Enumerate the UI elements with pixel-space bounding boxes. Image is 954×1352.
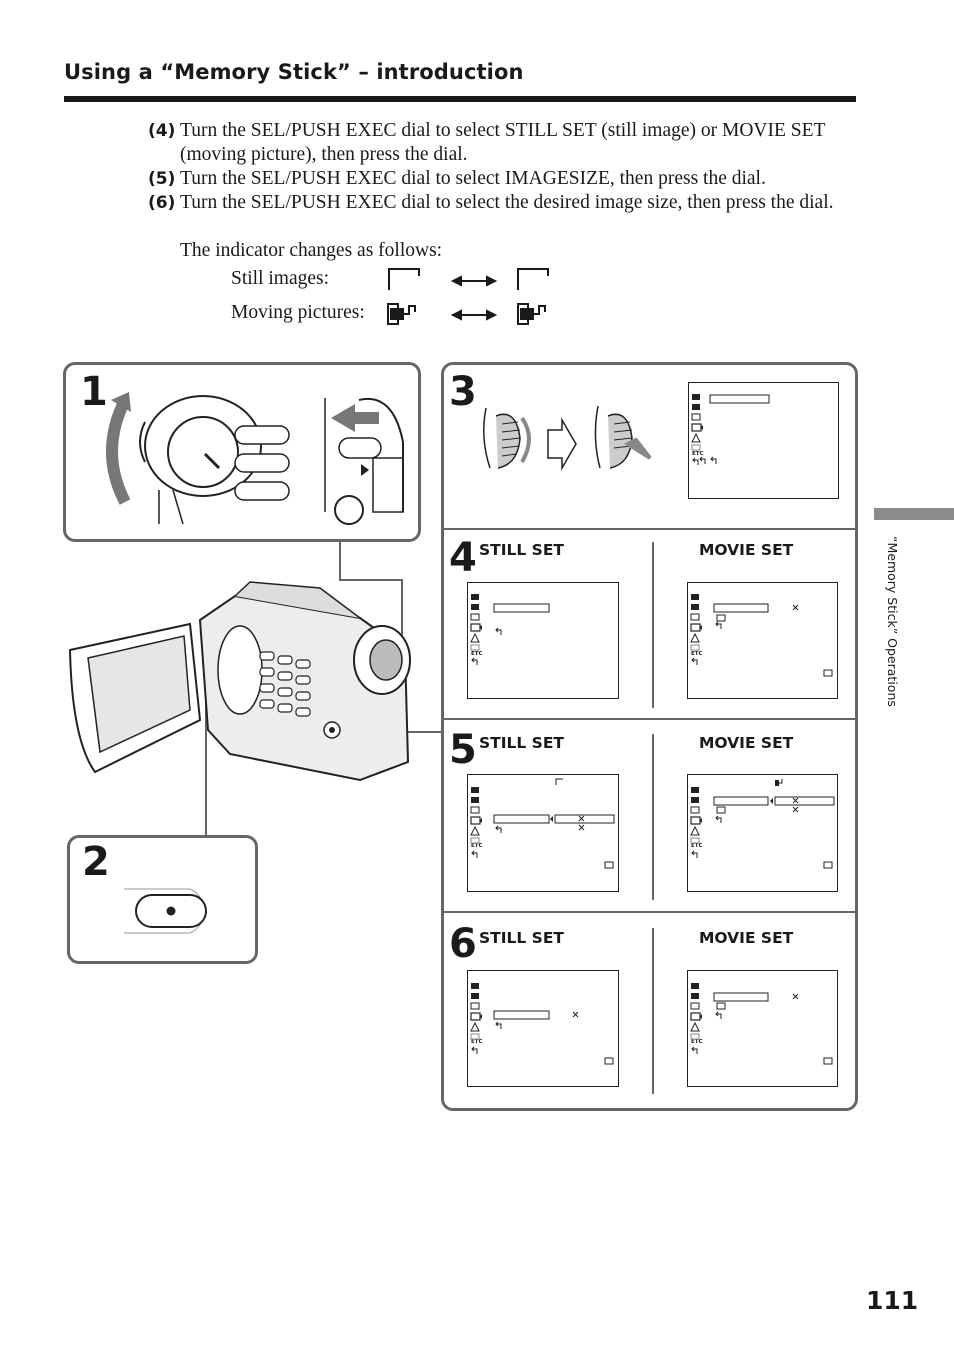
step-4-text: Turn the SEL/PUSH EXEC dial to select ST… — [180, 120, 826, 165]
double-arrow-icon — [450, 275, 498, 287]
panel-2-number: 2 — [82, 839, 110, 885]
moving-pictures-label: Moving pictures: — [231, 302, 365, 323]
menu-screen-step-3 — [688, 382, 839, 499]
step-6-note: The indicator changes as follows: — [180, 240, 443, 261]
divider-4-split — [652, 542, 654, 708]
movie-film-icon — [517, 303, 546, 325]
menu-screen-step-6-still — [467, 970, 619, 1087]
page-number: 111 — [866, 1286, 919, 1315]
etc-label: ETC — [471, 651, 483, 657]
step-4-movie-set-label: MOVIE SET — [699, 541, 794, 559]
step-5-number: (5) — [148, 169, 176, 189]
etc-label: ETC — [471, 1039, 483, 1045]
camcorder-illustration — [68, 542, 443, 836]
panel-3-number: 3 — [449, 369, 477, 415]
indicator-icons — [387, 268, 549, 325]
start-stop-button-illustration — [124, 888, 207, 934]
section-tab — [874, 508, 954, 520]
step-6-movie-set-label: MOVIE SET — [699, 929, 794, 947]
panel-6-number: 6 — [449, 921, 477, 967]
menu-screen-step-4-still — [467, 582, 619, 699]
panel-5-number: 5 — [449, 727, 477, 773]
page-header-title: Using a “Memory Stick” – introduction — [64, 60, 524, 84]
menu-screen-step-6-movie — [687, 970, 838, 1087]
menu-screen-step-5-still — [467, 774, 619, 892]
divider-5-6 — [444, 911, 855, 913]
step-6-still-set-label: STILL SET — [479, 929, 564, 947]
etc-label: ETC — [691, 651, 703, 657]
power-switch-illustration — [106, 392, 404, 525]
step-5-movie-set-label: MOVIE SET — [699, 734, 794, 752]
etc-label: ETC — [691, 843, 703, 849]
step-5-text: Turn the SEL/PUSH EXEC dial to select IM… — [180, 168, 766, 189]
menu-screen-step-5-movie — [687, 774, 838, 892]
panel-1-number: 1 — [80, 369, 108, 415]
section-label: “Memory Stick” Operations — [885, 536, 900, 707]
still-image-icon — [388, 268, 420, 290]
divider-6-split — [652, 928, 654, 1094]
divider-5-split — [652, 734, 654, 900]
header-rule — [64, 96, 856, 102]
step-6-number: (6) — [148, 193, 176, 213]
step-5-still-set-label: STILL SET — [479, 734, 564, 752]
panel-4-number: 4 — [449, 535, 477, 581]
etc-label: ETC — [471, 843, 483, 849]
menu-screen-step-4-movie — [687, 582, 838, 699]
etc-label: ETC — [691, 1039, 703, 1045]
divider-4-5 — [444, 718, 855, 720]
still-images-label: Still images: — [231, 268, 330, 289]
double-arrow-icon — [450, 309, 498, 321]
still-image-icon — [517, 268, 549, 290]
divider-3-4 — [444, 528, 855, 530]
step-4-number: (4) — [148, 121, 176, 141]
movie-film-icon — [387, 303, 416, 325]
step-6-text: Turn the SEL/PUSH EXEC dial to select th… — [180, 192, 834, 213]
step-4-still-set-label: STILL SET — [479, 541, 564, 559]
etc-label: ETC — [692, 451, 704, 457]
sel-push-exec-dial-illustration — [483, 405, 652, 471]
